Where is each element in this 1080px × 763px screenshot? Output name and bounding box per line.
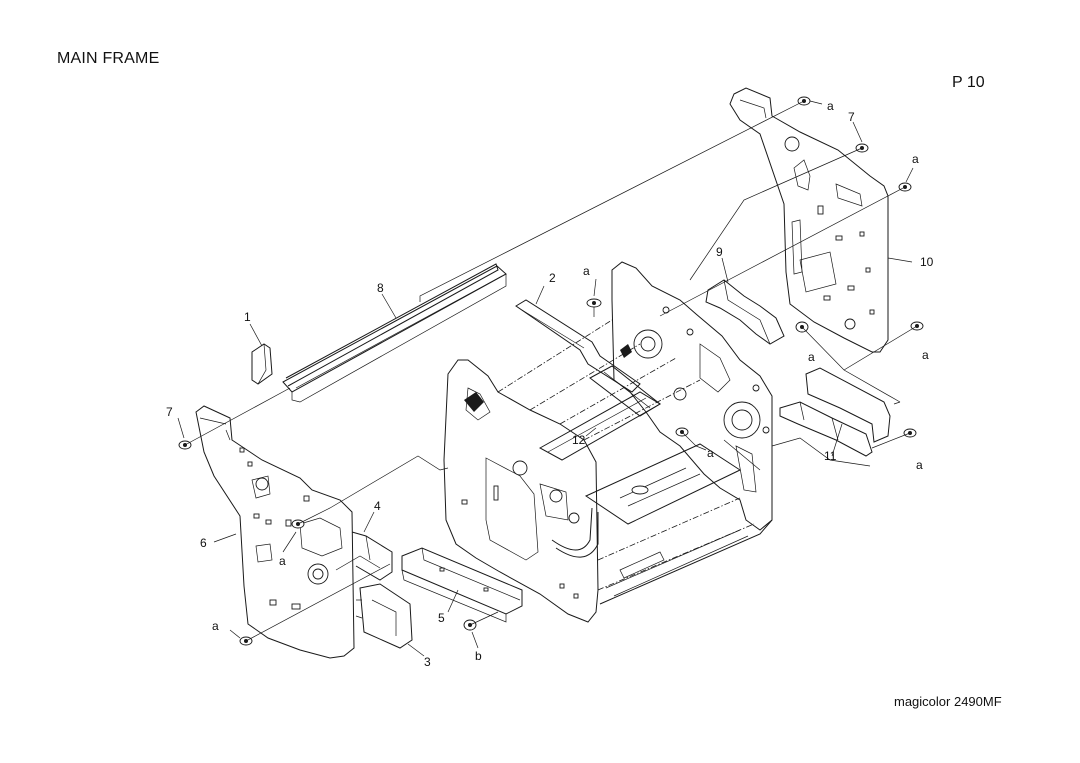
callout-6: 6 xyxy=(200,536,207,550)
leader-lines xyxy=(177,100,918,657)
callout-3: 3 xyxy=(424,655,431,669)
callout-8: 8 xyxy=(377,281,384,295)
callout-10: 10 xyxy=(920,255,934,269)
callout-a: a xyxy=(827,99,834,113)
page-title: MAIN FRAME xyxy=(57,50,160,67)
callout-a: a xyxy=(916,458,923,472)
callout-a: a xyxy=(912,152,919,166)
callout-5: 5 xyxy=(438,611,445,625)
screws xyxy=(178,96,924,646)
callout-7-right: 7 xyxy=(848,110,855,124)
screw-icon xyxy=(586,298,602,317)
callout-11: 11 xyxy=(824,449,837,463)
callout-a: a xyxy=(808,350,815,364)
part-6-left-plate xyxy=(195,405,355,659)
part-1-plate xyxy=(251,343,273,385)
part-3-plate xyxy=(355,583,413,649)
callout-2: 2 xyxy=(549,271,556,285)
callout-4: 4 xyxy=(374,499,381,513)
callout-9: 9 xyxy=(716,245,723,259)
part-10-right-plate xyxy=(729,87,889,353)
model-name: magicolor 2490MF xyxy=(894,694,1002,709)
callout-b: b xyxy=(475,649,482,663)
main-frame-body xyxy=(443,261,773,623)
page-number: P 10 xyxy=(952,74,985,91)
callout-1: 1 xyxy=(244,310,251,324)
callout-a: a xyxy=(583,264,590,278)
callout-labels: 1 2 3 4 5 6 7 7 8 9 10 11 12 a a a a a a… xyxy=(166,99,934,669)
callout-a: a xyxy=(212,619,219,633)
callout-7-left: 7 xyxy=(166,405,173,419)
callout-12: 12 xyxy=(572,433,586,447)
part-9-bracket xyxy=(705,279,785,345)
callout-a: a xyxy=(279,554,286,568)
part-11-bracket xyxy=(779,367,891,457)
part-8-rail xyxy=(282,263,507,403)
part-5-bracket xyxy=(401,547,523,623)
callout-a: a xyxy=(922,348,929,362)
part-4-bracket xyxy=(351,531,393,581)
callout-a: a xyxy=(707,446,714,460)
